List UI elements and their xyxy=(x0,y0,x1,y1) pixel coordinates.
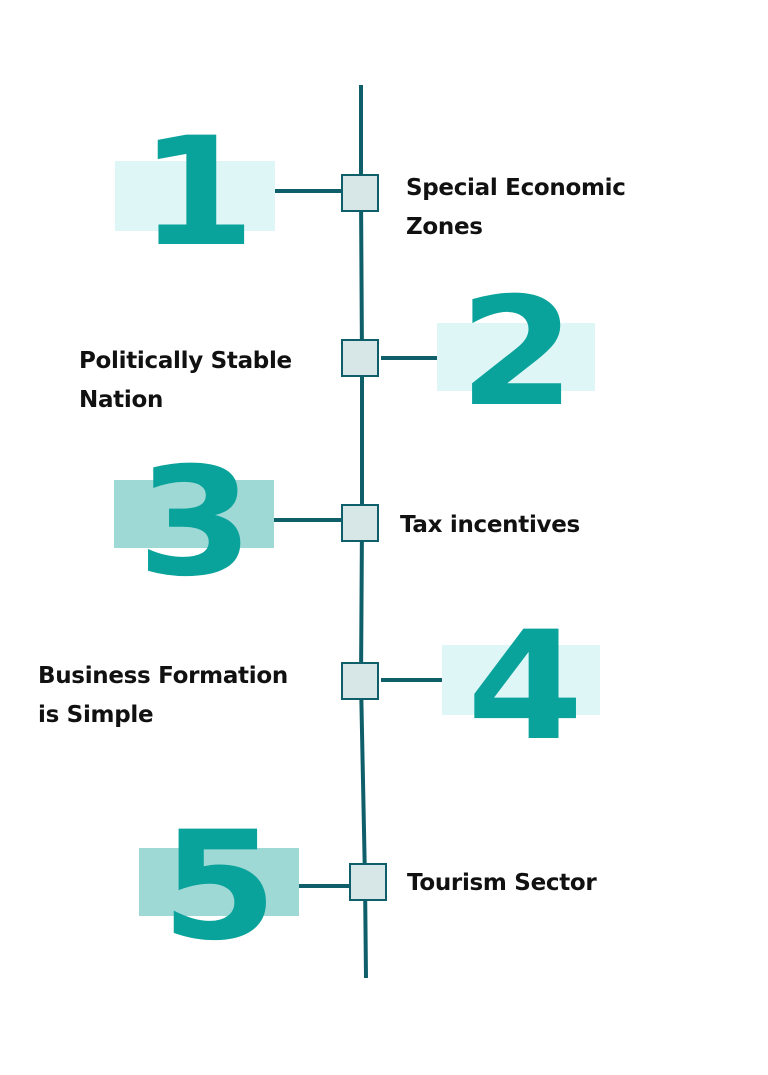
timeline-spine-line xyxy=(358,85,368,979)
